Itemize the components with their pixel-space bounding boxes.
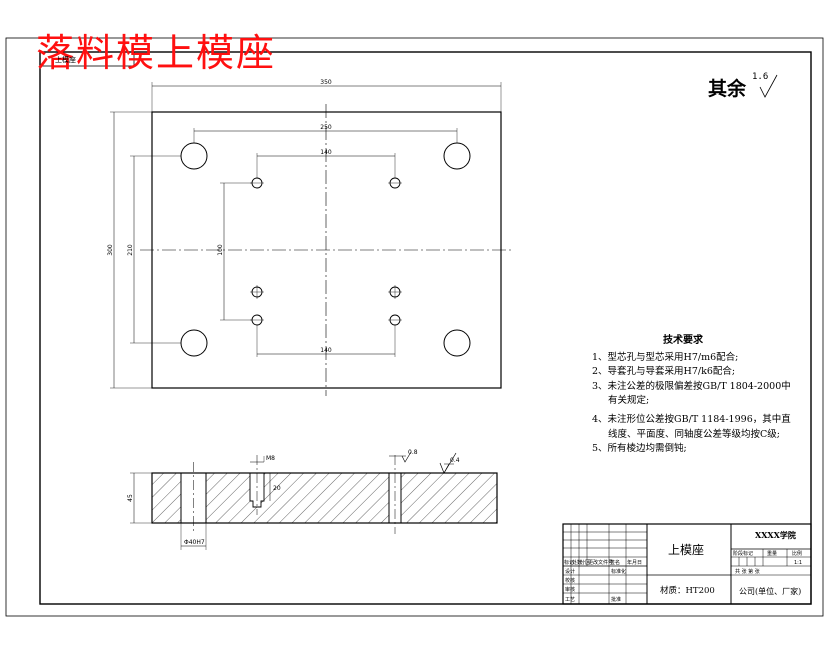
code-box — [39, 51, 135, 67]
tech-req-title: 技术要求 — [663, 335, 703, 346]
tb-header-count: 处数 — [572, 559, 582, 566]
tech-req-item: 5、所有棱边均需倒钝; — [592, 443, 687, 455]
general-roughness-value: 1.6 — [752, 72, 769, 82]
tech-req-item: 有关规定; — [608, 395, 650, 407]
inner-frame — [39, 51, 812, 605]
section-view — [130, 451, 498, 550]
tb-row-process: 工艺 — [565, 597, 575, 603]
dim-guide-y: 210 — [127, 244, 134, 256]
dim-thickness: 45 — [127, 494, 134, 502]
dim-hole-depth: 20 — [273, 485, 281, 492]
dim-overall-width: 350 — [320, 79, 332, 86]
tb-header-date: 年月日 — [627, 559, 642, 566]
section-outline — [151, 472, 498, 524]
dim-overall-height: 300 — [107, 244, 114, 256]
tb-scale-value: 1:1 — [794, 560, 802, 566]
drawing-title: 落料模上模座 — [36, 31, 277, 75]
tb-scale-header: 比例 — [792, 550, 802, 557]
tb-row-design: 设计 — [565, 568, 575, 575]
dim-counterbore: M8 — [266, 455, 275, 462]
guide-hole — [180, 142, 208, 170]
tb-weight-header: 重量 — [767, 550, 777, 557]
tb-std-label: 标准化 — [611, 568, 626, 575]
tb-row-check: 校核 — [565, 577, 575, 584]
hole-roughness-value: 0.8 — [408, 449, 418, 456]
general-roughness-label: 其余 — [708, 78, 747, 100]
tech-req-item: 2、导套孔与导套采用H7/k6配合; — [592, 366, 736, 378]
tech-req-item: 1、型芯孔与型芯采用H7/m6配合; — [592, 351, 739, 363]
tb-header-zone: 分区 — [580, 559, 590, 566]
guide-hole — [443, 142, 471, 170]
tb-header-mark: 标记 — [564, 559, 574, 566]
section-roughness-value: 0.4 — [450, 457, 460, 464]
tb-material: 材质：HT200 — [660, 586, 715, 596]
tb-header-file: 更改文件号 — [588, 559, 613, 566]
guide-hole — [443, 329, 471, 357]
tech-req-item: 线度、平面度、同轴度公差等级均按C级; — [608, 428, 780, 440]
dim-screw-x: 140 — [320, 149, 332, 156]
tb-header-sign: 签名 — [610, 559, 620, 566]
title-block-grid — [562, 523, 812, 605]
general-roughness: 其余 1.6 — [708, 72, 769, 101]
tb-part-name: 上模座 — [668, 543, 705, 557]
tech-req-item: 3、未注公差的极限偏差按GB/T 1804-2000中 — [592, 380, 791, 392]
top-view — [110, 82, 512, 396]
guide-hole — [180, 329, 208, 357]
roughness-symbol — [759, 74, 778, 98]
tb-row-review: 审核 — [565, 586, 575, 593]
code-box-label: 上模座 — [55, 56, 76, 64]
tb-company: 公司(单位、厂家) — [739, 587, 802, 596]
tb-approve-label: 批准 — [611, 596, 621, 603]
dim-guide-x: 250 — [320, 124, 332, 131]
dim-pin-x: 140 — [320, 347, 332, 354]
dim-screw-y: 100 — [217, 244, 224, 256]
section-hatch — [152, 473, 497, 523]
tech-req-item: 4、未注形位公差按GB/T 1184-1996，其中直 — [592, 413, 791, 425]
outer-frame — [5, 37, 824, 617]
tb-school: XXXX学院 — [755, 530, 796, 540]
dim-guide-fit: Φ40H7 — [184, 539, 205, 546]
tb-sheets: 共 张 第 张 — [735, 568, 760, 575]
tb-stage-header: 阶段标记 — [733, 550, 753, 557]
technical-requirements: 技术要求 1、型芯孔与型芯采用H7/m6配合; 2、导套孔与导套采用H7/k6配… — [592, 334, 814, 457]
